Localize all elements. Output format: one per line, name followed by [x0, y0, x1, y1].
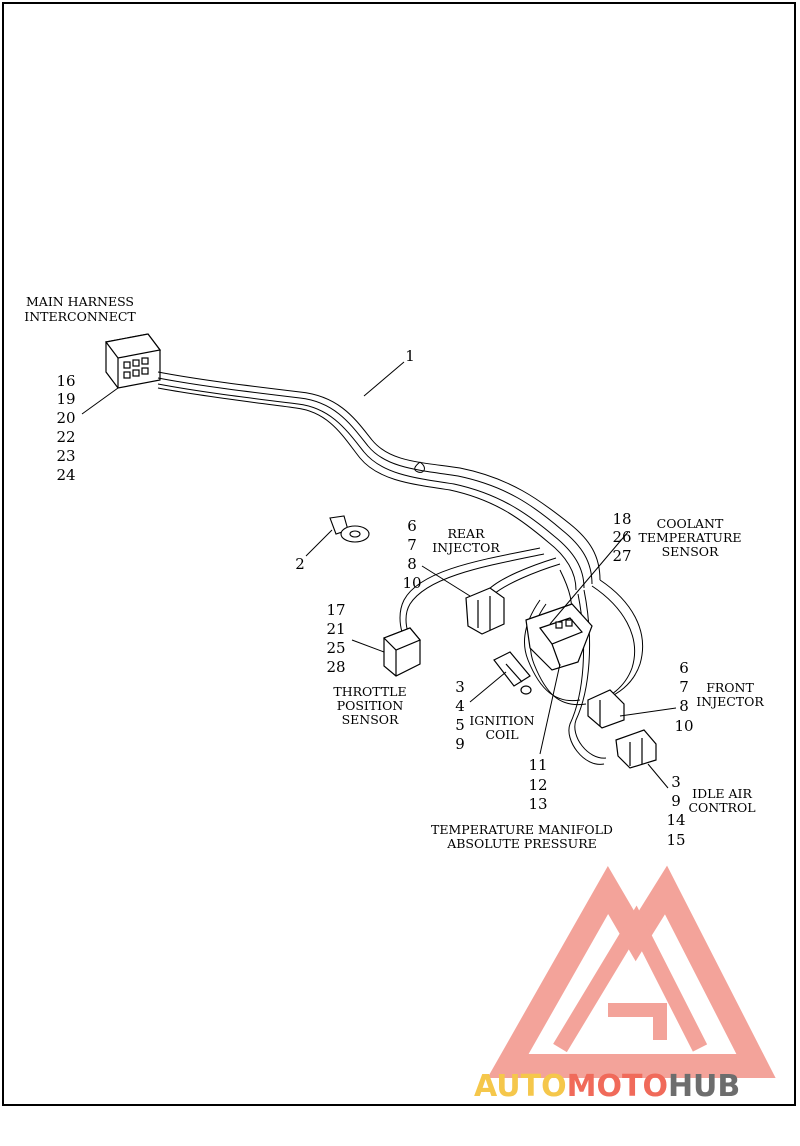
- main-harness-connector: [104, 333, 162, 389]
- label-throttle-line3: SENSOR: [342, 712, 399, 727]
- label-coolant-sensor: COOLANT TEMPERATURE SENSOR: [639, 516, 742, 559]
- watermark-triangle: [487, 865, 776, 1078]
- callout-number: 5: [455, 716, 465, 734]
- label-rear-injector-line2: INJECTOR: [432, 540, 500, 555]
- label-tmap-line2: ABSOLUTE PRESSURE: [446, 836, 597, 851]
- label-main-harness-line2: INTERCONNECT: [24, 309, 136, 324]
- callout-number: 3: [671, 773, 681, 791]
- label-rear-injector: REAR INJECTOR: [432, 526, 500, 555]
- label-front-injector: FRONT INJECTOR: [696, 680, 764, 709]
- watermark-hub: HUB: [668, 1069, 740, 1104]
- label-coolant-line2: TEMPERATURE: [639, 530, 742, 545]
- label-idle-air: IDLE AIR CONTROL: [688, 786, 755, 815]
- callout-number: 12: [528, 776, 547, 794]
- ignition-coil-connector: [493, 651, 532, 695]
- label-coolant-line1: COOLANT: [657, 516, 724, 531]
- label-throttle-sensor: THROTTLE POSITION SENSOR: [333, 684, 406, 727]
- callout-number: 25: [326, 639, 345, 657]
- harness-branches: [399, 547, 644, 765]
- callout-number: 16: [56, 372, 75, 390]
- callout-number: 11: [528, 756, 547, 774]
- callout-idle-air-pins: 3 9 14 15: [666, 773, 685, 849]
- callout-number: 26: [612, 528, 631, 546]
- label-throttle-line1: THROTTLE: [333, 684, 406, 699]
- watermark-auto: AUTO: [474, 1069, 567, 1104]
- label-tmap-line1: TEMPERATURE MANIFOLD: [431, 822, 613, 837]
- callout-number: 13: [528, 795, 547, 813]
- watermark-text: AUTOMOTOHUB: [474, 1069, 740, 1104]
- label-rear-injector-line1: REAR: [448, 526, 486, 541]
- callout-coolant-pins: 18 26 27: [612, 510, 631, 565]
- leader-lines: [81, 361, 677, 789]
- label-throttle-line2: POSITION: [337, 698, 404, 713]
- idle-air-connector: [615, 729, 657, 769]
- callout-number: 28: [326, 658, 345, 676]
- watermark-g-mark: [608, 1003, 667, 1040]
- label-idle-air-line2: CONTROL: [688, 800, 755, 815]
- callout-tmap-pins: 11 12 13: [528, 756, 547, 813]
- front-injector-connector: [587, 689, 625, 729]
- callout-number: 6: [407, 517, 417, 535]
- callout-number: 9: [671, 792, 681, 810]
- callout-clip: 2: [295, 555, 305, 573]
- throttle-sensor-connector: [382, 627, 421, 677]
- watermark-logo: [487, 865, 776, 1078]
- callout-number: 27: [612, 547, 631, 565]
- label-ignition-coil: IGNITION COIL: [469, 713, 534, 742]
- callout-number: 8: [407, 555, 417, 573]
- page-border: [2, 2, 796, 1106]
- callout-number: 18: [612, 510, 631, 528]
- label-ignition-line1: IGNITION: [469, 713, 534, 728]
- callout-number: 7: [679, 678, 689, 696]
- callout-rear-injector-pins: 6 7 8 10: [402, 517, 421, 592]
- callout-ignition-pins: 3 4 5 9: [455, 678, 465, 753]
- rear-injector-connector: [465, 587, 505, 635]
- coolant-tmap-connector: [525, 603, 593, 671]
- callout-front-injector-pins: 6 7 8 10: [674, 659, 693, 735]
- callout-number: 10: [402, 574, 421, 592]
- callout-number: 10: [674, 717, 693, 735]
- callout-number: 21: [326, 620, 345, 638]
- callout-number: 9: [455, 735, 465, 753]
- label-main-harness-line1: MAIN HARNESS: [26, 294, 134, 309]
- label-coolant-line3: SENSOR: [662, 544, 719, 559]
- callout-number: 23: [56, 447, 75, 465]
- label-main-harness: MAIN HARNESS INTERCONNECT: [24, 294, 136, 324]
- callout-number: 8: [679, 697, 689, 715]
- callout-number: 3: [455, 678, 465, 696]
- callout-number: 7: [407, 536, 417, 554]
- callout-number: 24: [56, 466, 75, 484]
- callout-number: 14: [666, 811, 685, 829]
- callout-number: 6: [679, 659, 689, 677]
- callout-number: 17: [326, 601, 345, 619]
- callout-throttle-pins: 17 21 25 28: [326, 601, 345, 676]
- callout-number: 19: [56, 390, 75, 408]
- callout-number: 22: [56, 428, 75, 446]
- harness-bundle: [157, 371, 601, 591]
- label-ignition-line2: COIL: [485, 727, 518, 742]
- watermark-inner-mark: [553, 905, 708, 1053]
- callout-harness: 1: [405, 347, 415, 365]
- label-tmap: TEMPERATURE MANIFOLD ABSOLUTE PRESSURE: [431, 822, 613, 851]
- label-front-injector-line2: INJECTOR: [696, 694, 764, 709]
- callout-number: 15: [666, 831, 685, 849]
- label-front-injector-line1: FRONT: [706, 680, 754, 695]
- harness-clip: [329, 515, 370, 543]
- label-idle-air-line1: IDLE AIR: [692, 786, 752, 801]
- callout-main-harness-pins: 16 19 20 22 23 24: [56, 372, 75, 484]
- callout-number: 20: [56, 409, 75, 427]
- watermark-moto: MOTO: [567, 1069, 668, 1104]
- callout-number: 4: [455, 697, 465, 715]
